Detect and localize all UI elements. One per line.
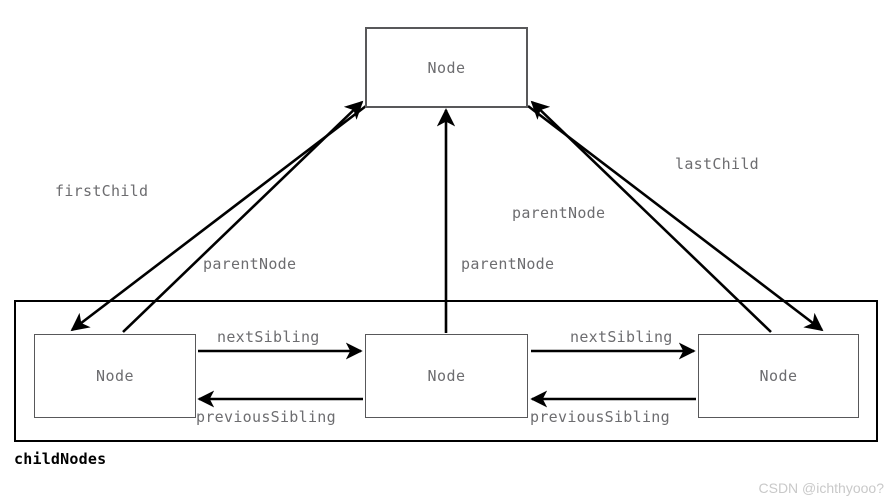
childnodes-caption: childNodes	[14, 450, 107, 468]
edge-label-parent-node-left: parentNode	[203, 255, 297, 273]
node-label: Node	[427, 367, 466, 385]
edge-label-previous-sibling-2: previousSibling	[530, 408, 670, 426]
edge-label-previous-sibling-1: previousSibling	[196, 408, 336, 426]
edge-label-first-child: firstChild	[55, 182, 149, 200]
node-box-child-2: Node	[365, 334, 528, 418]
childnodes-container	[14, 300, 878, 442]
arrow-parent-node-right	[530, 100, 772, 333]
watermark: CSDN @ichthyooo?	[758, 480, 885, 496]
node-label: Node	[427, 58, 466, 77]
arrow-parent-node-left	[122, 100, 364, 333]
edge-label-parent-node-center: parentNode	[461, 255, 555, 273]
node-box-child-3: Node	[698, 334, 859, 418]
edge-label-last-child: lastChild	[675, 155, 759, 173]
node-label: Node	[95, 367, 135, 385]
node-box-child-1: Node	[34, 334, 196, 418]
arrow-first-child	[70, 104, 367, 332]
edge-label-next-sibling-2: nextSibling	[570, 328, 673, 346]
arrow-last-child	[527, 104, 824, 332]
edge-label-parent-node-right: parentNode	[512, 204, 606, 222]
edge-label-next-sibling-1: nextSibling	[217, 328, 320, 346]
node-label: Node	[759, 367, 798, 385]
node-box-root: Node	[365, 27, 528, 108]
